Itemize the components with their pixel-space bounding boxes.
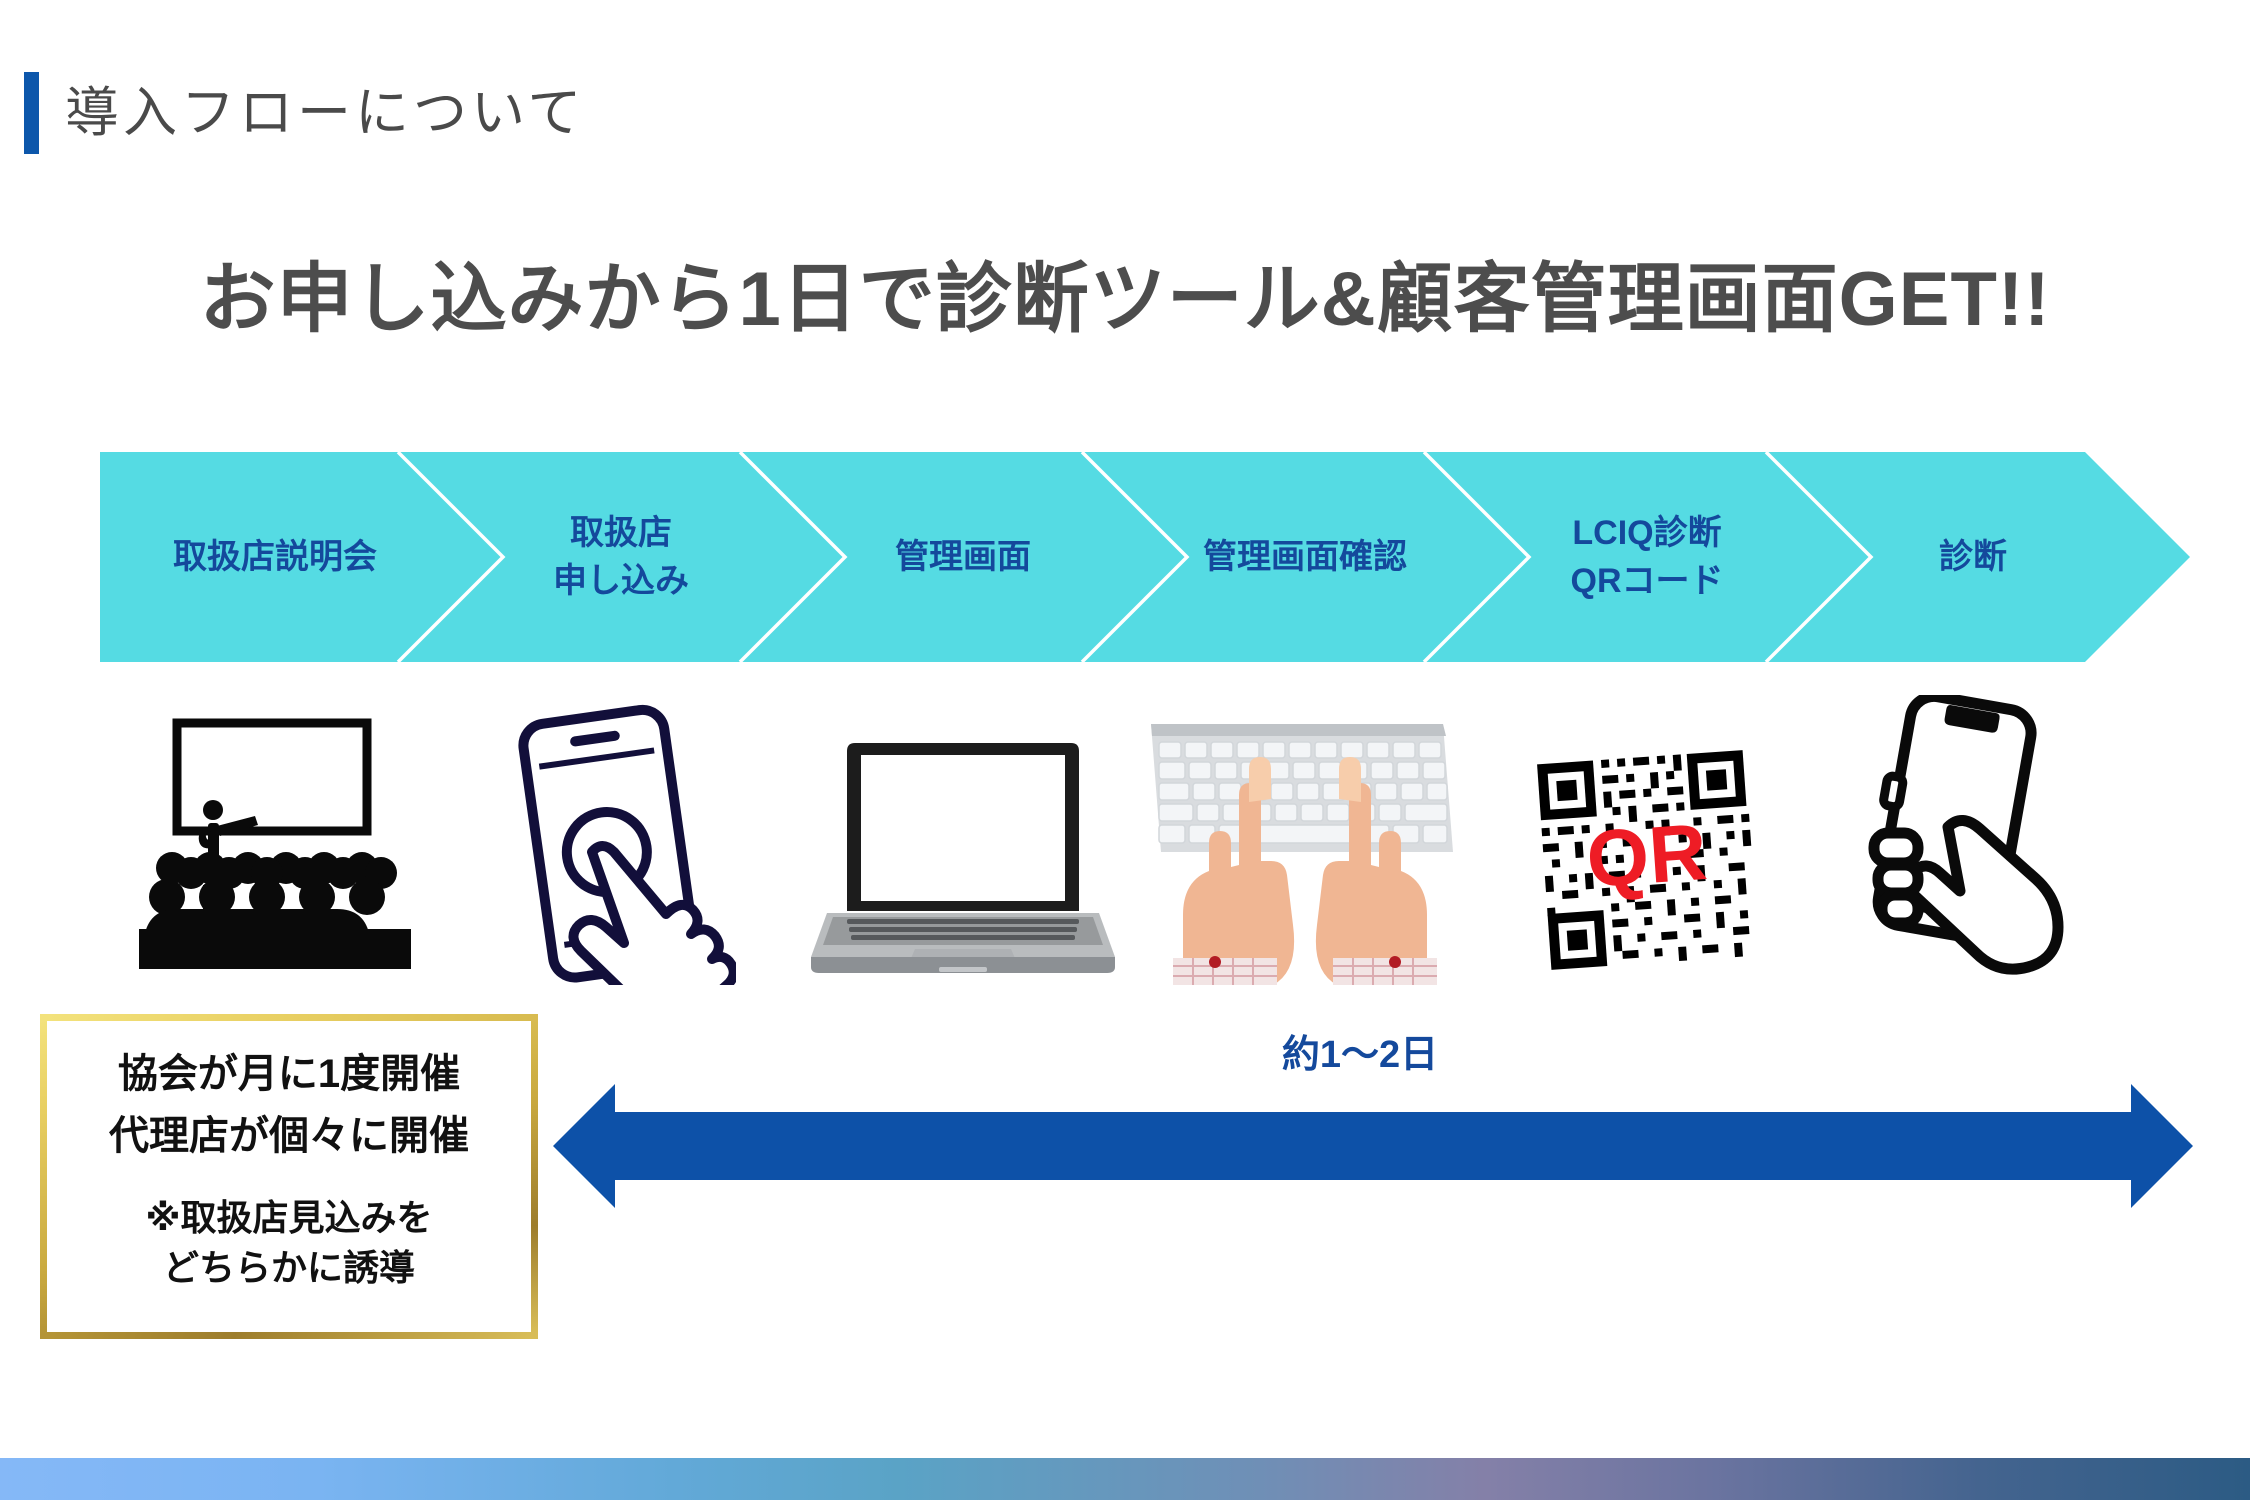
flow-step-labels: 取扱店説明会 取扱店 申し込み 管理画面 管理画面確認 LCIQ診断 QRコード…	[100, 452, 2190, 662]
icon-slot-3	[792, 675, 1134, 985]
qr-code-icon: QR	[1532, 745, 1762, 975]
callout-note-line-2: どちらかに誘導	[162, 1246, 415, 1288]
flow-band-shape	[100, 452, 2190, 662]
hands-typing-keyboard-icon	[1151, 724, 1453, 985]
flow-step-5-line-2: QRコード	[1570, 562, 1724, 600]
flow-step-3[interactable]: 管理画面	[792, 452, 1134, 662]
icon-slot-1	[100, 675, 450, 985]
duration-double-arrow	[553, 1084, 2193, 1208]
flow-step-2[interactable]: 取扱店 申し込み	[450, 452, 792, 662]
duration-label: 約1〜2日	[1281, 1034, 1439, 1076]
flow-step-4-line-1: 管理画面確認	[1203, 537, 1407, 576]
header-title: 導入フローについて	[65, 83, 586, 143]
callout-line-2: 代理店が個々に開催	[109, 1114, 469, 1158]
hand-holding-phone-icon	[1868, 695, 2064, 975]
callout-note-line-1: ※取扱店見込みを	[145, 1197, 433, 1238]
laptop-icon	[811, 743, 1115, 973]
slide-header: 導入フローについて	[24, 72, 585, 154]
process-flow-band: 取扱店説明会 取扱店 申し込み 管理画面 管理画面確認 LCIQ診断 QRコード…	[100, 452, 2190, 662]
flow-step-5-line-1: LCIQ診断	[1572, 513, 1722, 552]
icon-slot-2	[450, 675, 792, 985]
flow-step-6[interactable]: 診断	[1818, 452, 2128, 662]
flow-step-4[interactable]: 管理画面確認	[1134, 452, 1476, 662]
seminar-presentation-icon	[139, 718, 411, 969]
footer-gradient-bar	[0, 1458, 2250, 1500]
flow-step-2-line-1: 取扱店	[570, 513, 672, 552]
icon-slot-5: QR	[1476, 675, 1818, 985]
qr-badge-text: QR	[1584, 807, 1710, 904]
flow-step-5[interactable]: LCIQ診断 QRコード	[1476, 452, 1818, 662]
flow-step-1[interactable]: 取扱店説明会	[100, 452, 450, 662]
header-accent-bar	[24, 72, 39, 154]
seminar-info-callout: 協会が月に1度開催 代理店が個々に開催 ※取扱店見込みを どちらかに誘導	[40, 1014, 538, 1339]
icon-slot-4	[1134, 675, 1476, 985]
flow-step-6-line-1: 診断	[1939, 537, 2007, 576]
smartphone-tap-icon	[518, 704, 736, 985]
icon-slot-6	[1818, 675, 2128, 985]
flow-step-1-line-1: 取扱店説明会	[173, 537, 377, 576]
callout-line-1: 協会が月に1度開催	[117, 1052, 461, 1096]
flow-step-2-line-2: 申し込み	[553, 562, 689, 600]
flow-step-3-line-1: 管理画面	[895, 537, 1031, 576]
flow-icon-row: QR	[100, 675, 2190, 985]
page-title: お申し込みから1日で診断ツール&顧客管理画面GET!!	[199, 257, 2051, 342]
